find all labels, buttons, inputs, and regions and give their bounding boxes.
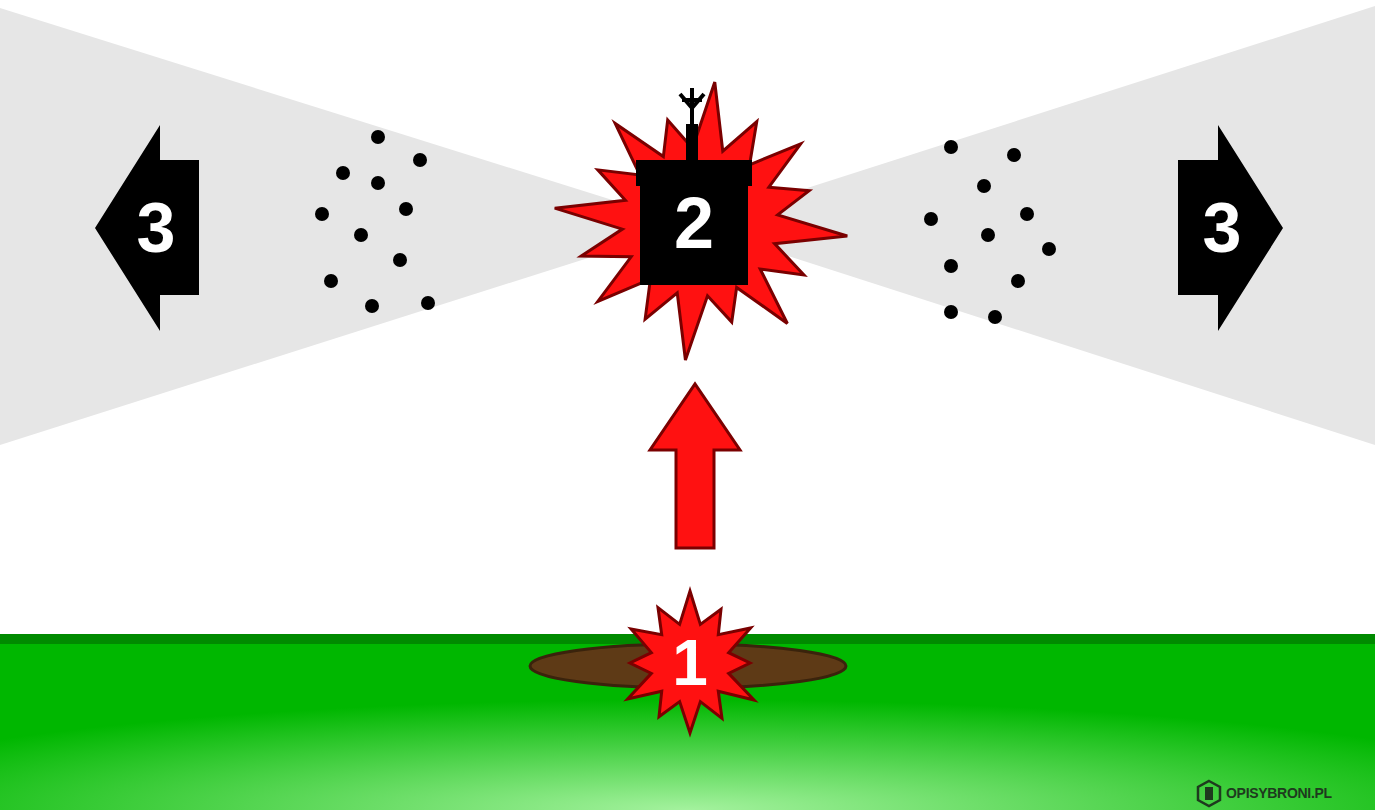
arrow-shape: [1178, 125, 1283, 331]
fragment-dot: [354, 228, 368, 242]
callout-number: 3: [1203, 193, 1242, 263]
fragment-dot: [324, 274, 338, 288]
fragment-dot: [977, 179, 991, 193]
watermark-icon: [1198, 781, 1220, 806]
node-text-area: 3: [1191, 185, 1253, 271]
burst-star: [628, 591, 754, 733]
fragment-dot: [421, 296, 435, 310]
fragment-dot: [988, 310, 1002, 324]
fragment-dot: [981, 228, 995, 242]
callout-number: 1: [672, 631, 708, 695]
fragment-dot: [944, 140, 958, 154]
blast-cone-left: [0, 8, 692, 445]
callout-arrow: 3: [95, 125, 199, 331]
explosion-star: [555, 82, 848, 360]
fragment-dot: [1007, 148, 1021, 162]
fragment-dot: [1011, 274, 1025, 288]
arrow-shape: [95, 125, 199, 331]
launch-burst: 1: [628, 588, 752, 738]
callout-number: 3: [137, 193, 176, 263]
fragment-dot: [393, 253, 407, 267]
canister-lid: [636, 160, 752, 186]
watermark: OPISYBRONI.PL: [1226, 785, 1332, 801]
callout-number: 2: [674, 187, 714, 259]
fragment-dot: [365, 299, 379, 313]
fuze-rod: [686, 124, 698, 162]
fuze-prongs: [680, 88, 704, 126]
callout-arrow: 3: [1178, 125, 1283, 331]
fragment-dot: [336, 166, 350, 180]
launch-arrow: [650, 384, 740, 548]
fragment-dot: [924, 212, 938, 226]
fragment-dot: [413, 153, 427, 167]
fragment-dot: [944, 305, 958, 319]
fragment-dot: [1020, 207, 1034, 221]
fragment-dot: [399, 202, 413, 216]
fragment-dot: [371, 176, 385, 190]
node-text-area: 2: [640, 160, 748, 285]
fragment-dot: [944, 259, 958, 273]
explosion-canister: 2: [550, 78, 850, 368]
fragment-dot: [371, 130, 385, 144]
fragment-dot: [315, 207, 329, 221]
node-text-area: 3: [125, 185, 187, 271]
fragment-dot: [1042, 242, 1056, 256]
node-text-area: 1: [665, 629, 715, 697]
